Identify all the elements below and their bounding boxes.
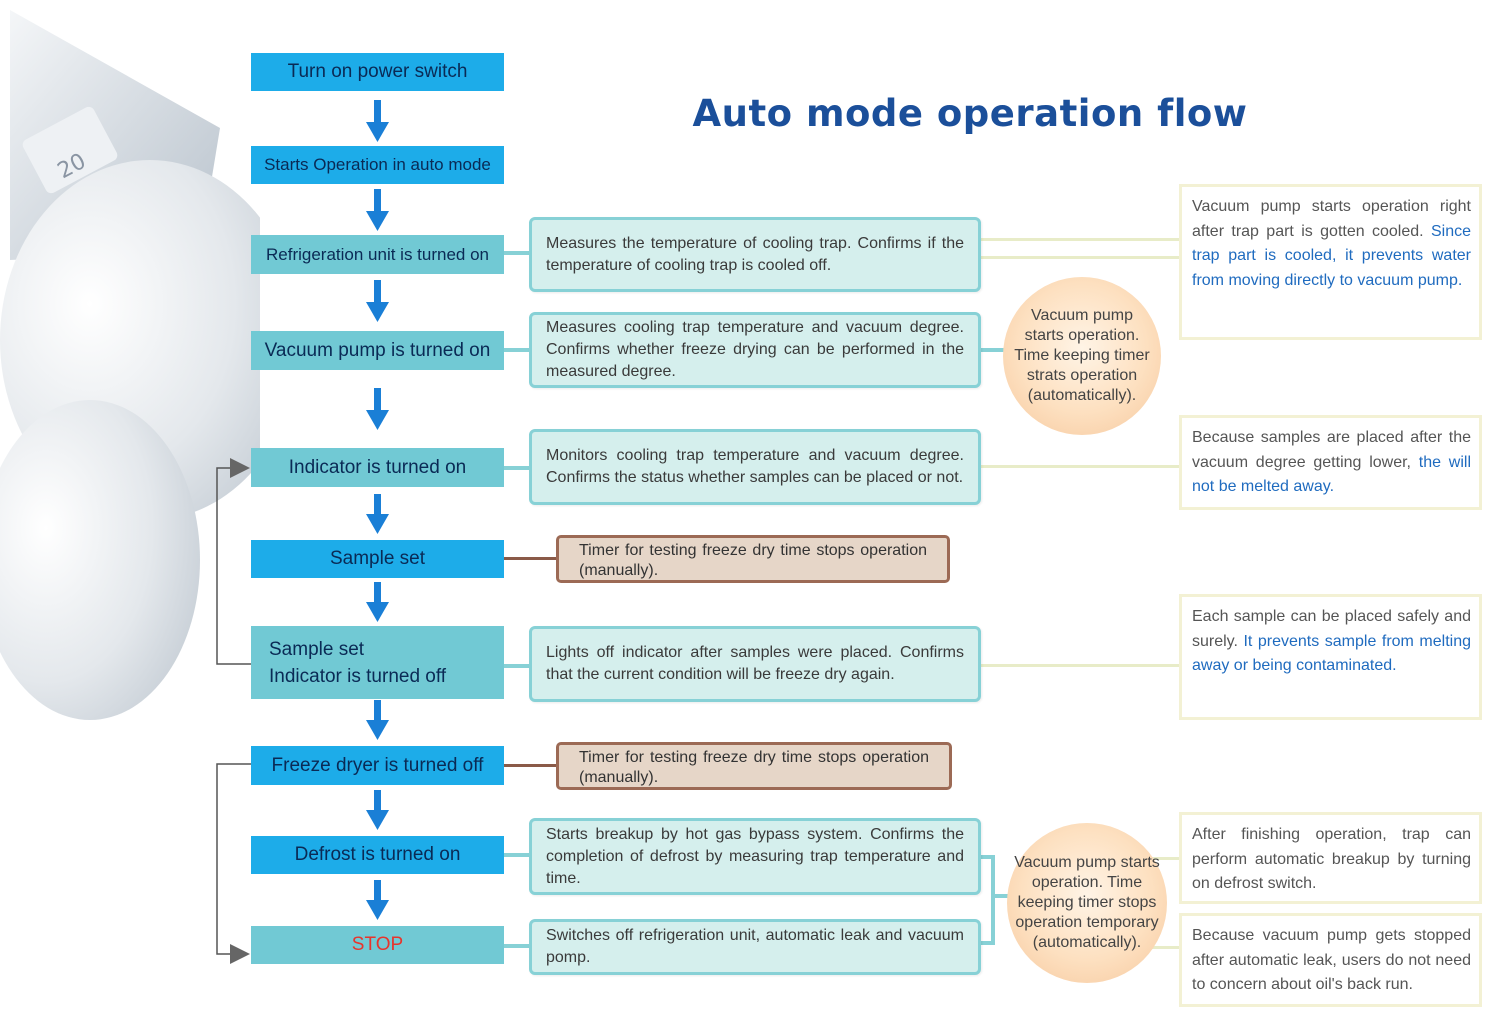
note-samples-placed: Because samples are placed after the vac… xyxy=(1179,415,1482,510)
step-sample-set-label: Sample set xyxy=(269,638,365,660)
step-indicator-off-label: Indicator is turned off xyxy=(269,665,447,687)
desc-freeze-timer: Timer for testing freeze dry time stops … xyxy=(556,742,952,790)
desc-vacuum-pump: Measures cooling trap temperature and va… xyxy=(529,312,981,388)
desc-indicator: Monitors cooling trap temperature and va… xyxy=(529,429,981,505)
desc-sample-timer: Timer for testing freeze dry time stops … xyxy=(556,535,950,583)
note-trap-cooled: Vacuum pump starts operation right after… xyxy=(1179,184,1482,340)
arrow-down-icon xyxy=(366,280,389,322)
step-power-on: Turn on power switch xyxy=(251,53,504,91)
step-vacuum-pump-on: Vacuum pump is turned on xyxy=(251,331,504,370)
step-auto-mode: Starts Operation in auto mode xyxy=(251,146,504,184)
desc-defrost: Starts breakup by hot gas bypass system.… xyxy=(529,818,981,895)
arrow-down-icon xyxy=(366,880,389,920)
note-trap-cooled-plain: Vacuum pump starts operation right after… xyxy=(1192,198,1471,240)
note-vacuum-stop: Because vacuum pump gets stopped after a… xyxy=(1179,913,1482,1007)
circle-timer-start: Vacuum pump starts operation. Time keepi… xyxy=(1003,277,1161,435)
loop-arrow-icon xyxy=(230,458,250,478)
page-title: Auto mode operation flow xyxy=(692,92,1248,135)
step-refrigeration-on: Refrigeration unit is turned on xyxy=(251,235,504,274)
note-sample-safe-highlight: It prevents sample from melting away or … xyxy=(1192,632,1471,675)
arrow-down-icon xyxy=(366,189,389,231)
note-sample-safe-plain: Each sample can be placed safely and sur… xyxy=(1192,608,1471,650)
stop-label: STOP xyxy=(351,934,404,955)
step-indicator-on: Indicator is turned on xyxy=(251,448,504,487)
arrow-down-icon xyxy=(366,700,389,740)
step-defrost-on: Defrost is turned on xyxy=(251,836,504,874)
arrow-down-icon xyxy=(366,100,389,142)
desc-stop: Switches off refrigeration unit, automat… xyxy=(529,919,981,975)
step-stop: STOP xyxy=(251,926,504,964)
arrow-down-icon xyxy=(366,790,389,830)
desc-refrigeration: Measures the temperature of cooling trap… xyxy=(529,217,981,292)
step-freeze-dryer-off: Freeze dryer is turned off xyxy=(251,746,504,785)
arrow-down-icon xyxy=(366,582,389,622)
arrow-down-icon xyxy=(366,388,389,430)
loop-lines xyxy=(216,467,251,955)
note-samples-placed-highlight: the will not be melted away. xyxy=(1192,453,1472,496)
flask-illustration: 20 xyxy=(0,10,260,720)
loop-arrow-icon xyxy=(230,944,250,964)
flow-arrows xyxy=(366,100,389,920)
note-samples-placed-plain: Because samples are placed after the vac… xyxy=(1192,429,1471,471)
step-sample-set: Sample set xyxy=(251,540,504,578)
circle-timer-stop: Vacuum pump starts operation. Time keepi… xyxy=(1007,823,1167,983)
note-defrost: After finishing operation, trap can perf… xyxy=(1179,812,1482,904)
circle-timer-start-text: Vacuum pump starts operation. Time keepi… xyxy=(1014,307,1150,404)
note-sample-safe: Each sample can be placed safely and sur… xyxy=(1179,594,1482,720)
arrow-down-icon xyxy=(366,494,389,534)
circle-timer-stop-text: Vacuum pump starts operation. Time keepi… xyxy=(1014,854,1160,951)
step-sample-set-indicator-off: Sample set Indicator is turned off xyxy=(251,626,504,699)
note-trap-cooled-highlight: Since trap part is cooled, it prevents w… xyxy=(1192,222,1472,289)
desc-sample-set-off: Lights off indicator after samples were … xyxy=(529,626,981,702)
